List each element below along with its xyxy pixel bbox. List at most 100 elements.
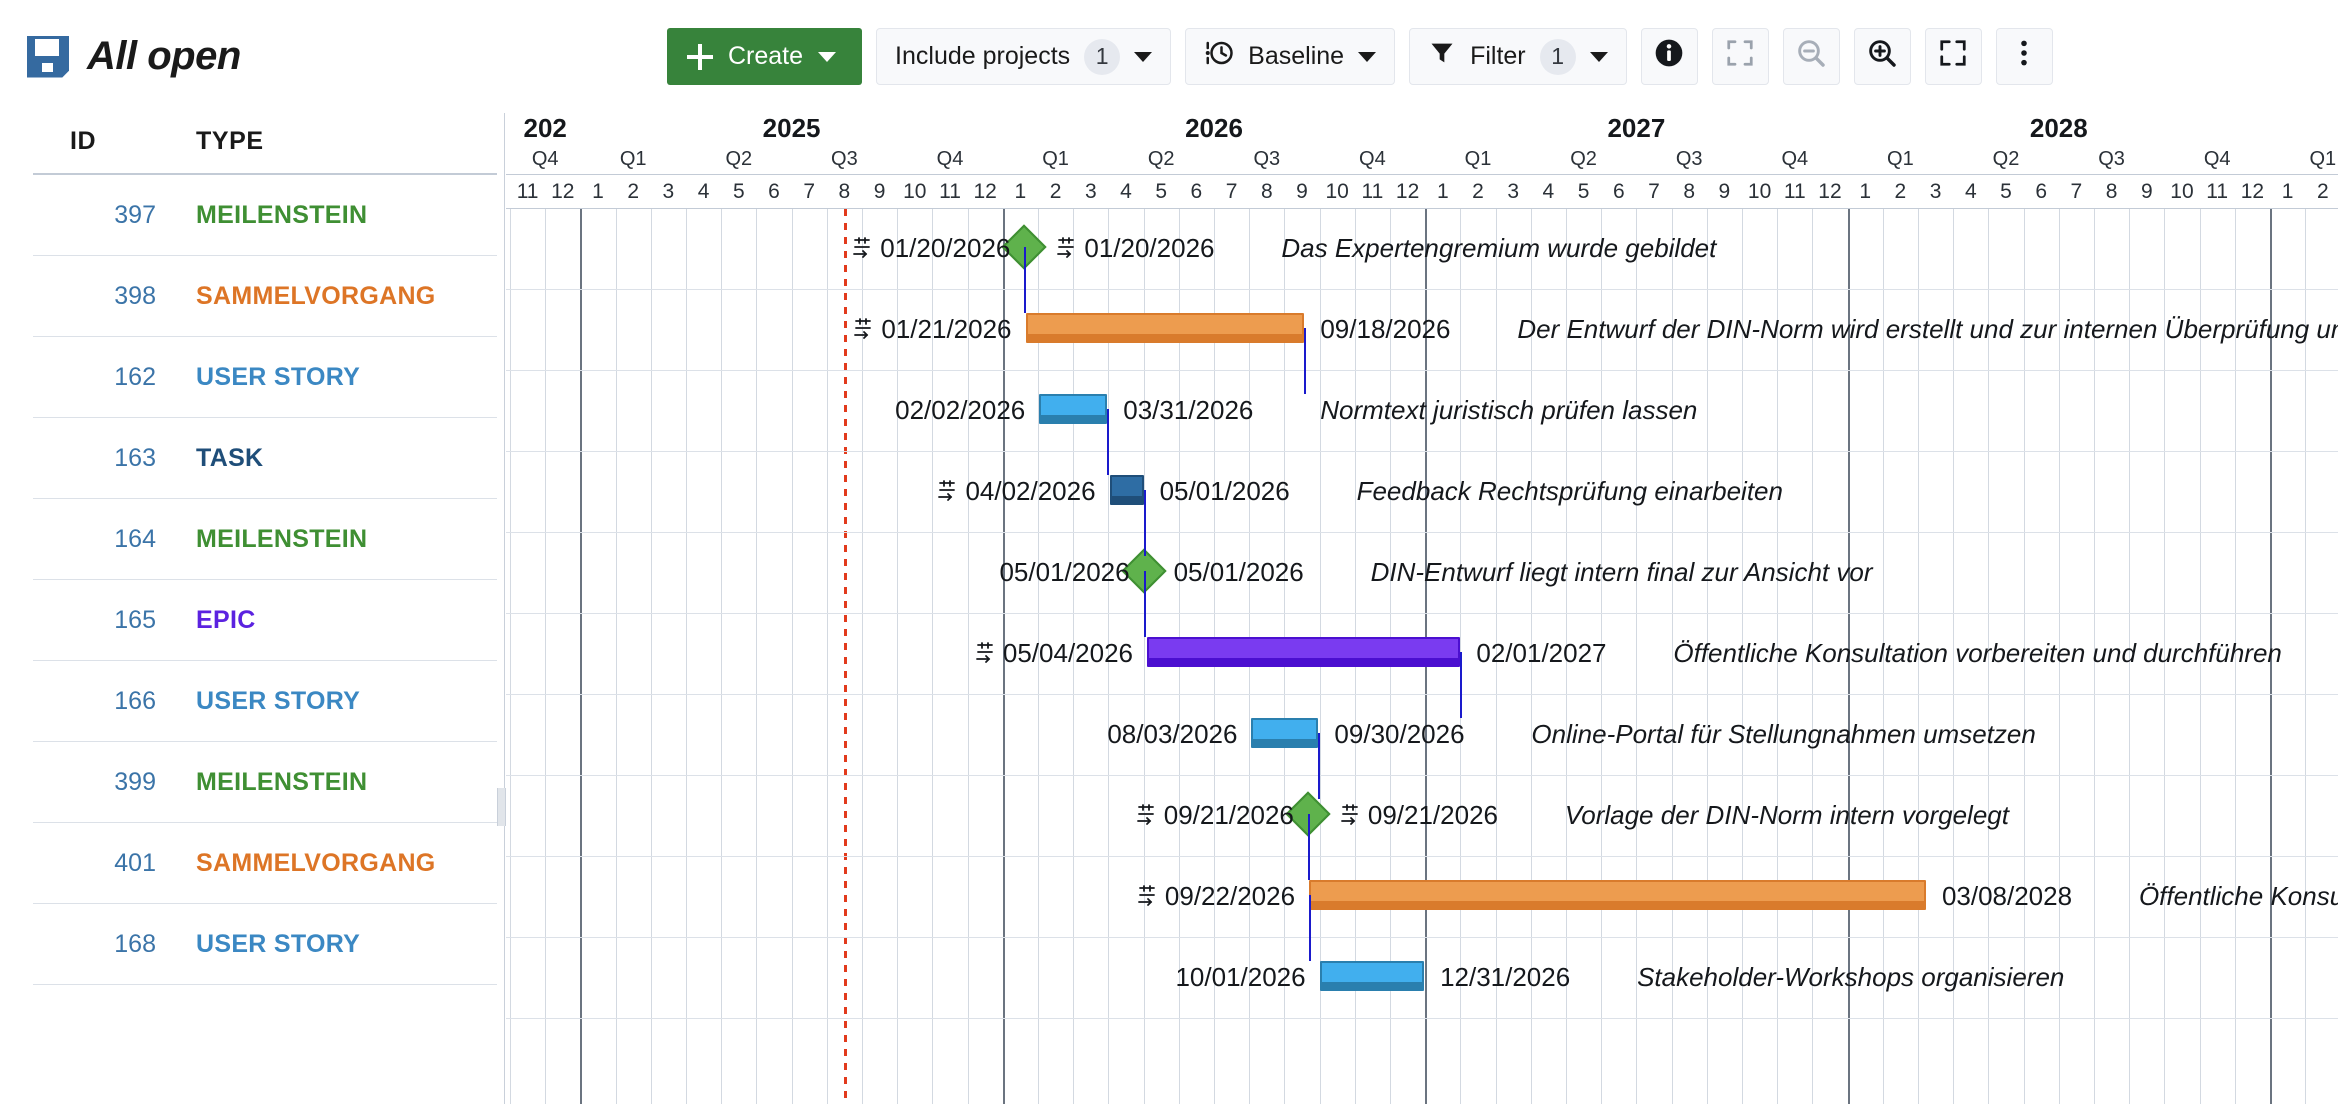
gantt-bar[interactable] [1039, 394, 1108, 424]
table-row[interactable]: 162 USER STORY [33, 337, 497, 418]
gantt-subject-label[interactable]: Öffentliche Konsultation und A [2138, 881, 2338, 911]
work-package-id[interactable]: 166 [114, 687, 156, 715]
work-package-id[interactable]: 401 [114, 849, 156, 877]
scheduled-date-icon [1136, 804, 1154, 825]
gantt-relation-line [1318, 733, 1321, 799]
gantt-subject-label[interactable]: Stakeholder-Workshops organisieren [1637, 962, 2065, 992]
gantt-subject-label[interactable]: DIN-Entwurf liegt intern final zur Ansic… [1370, 557, 1873, 587]
zoom-in-button[interactable] [1853, 28, 1911, 85]
gantt-subject-label[interactable]: Der Entwurf der DIN-Norm wird erstellt u… [1517, 314, 2338, 344]
work-package-id[interactable]: 398 [114, 282, 156, 310]
work-package-type[interactable]: TASK [196, 444, 264, 472]
gantt-bar[interactable] [1251, 718, 1319, 748]
gantt-row[interactable] [506, 290, 2338, 371]
timeline-gridline [1777, 209, 1779, 1104]
table-row[interactable]: 168 USER STORY [33, 904, 497, 985]
work-package-type[interactable]: USER STORY [196, 930, 361, 958]
filter-button[interactable]: Filter 1 [1409, 28, 1627, 85]
timeline-month-label: 10 [1747, 180, 1772, 203]
timeline-month-label: 3 [1929, 180, 1942, 203]
timeline-month-label: 8 [1260, 180, 1273, 203]
work-package-type[interactable]: MEILENSTEIN [196, 201, 368, 229]
toolbar-actions: Create Include projects 1 Baseline [667, 28, 2053, 85]
work-package-id[interactable]: 168 [114, 930, 156, 958]
timeline-quarters-row: Q4Q1Q2Q3Q4Q1Q2Q3Q4Q1Q2Q3Q4Q1Q2Q3Q4Q1Q2Q3… [506, 143, 2338, 175]
timeline-gridline [2023, 209, 2025, 1104]
zoom-out-button[interactable] [1782, 28, 1840, 85]
timeline-gridline [686, 209, 687, 1104]
more-vertical-icon [2011, 38, 2037, 75]
timeline-month-label: 12 [973, 180, 997, 203]
timeline-gridline [580, 209, 583, 1104]
zoom-to-fit-button[interactable] [1711, 28, 1769, 85]
pane-splitter-handle[interactable] [497, 788, 506, 826]
gantt-row[interactable] [506, 452, 2338, 533]
table-row[interactable]: 401 SAMMELVORGANG [33, 823, 497, 904]
work-package-id[interactable]: 163 [114, 444, 156, 472]
timeline-gridline [1073, 209, 1075, 1104]
create-button[interactable]: Create [667, 28, 863, 85]
table-row[interactable]: 163 TASK [33, 418, 497, 499]
column-header-type[interactable]: TYPE [196, 127, 264, 155]
work-package-type[interactable]: SAMMELVORGANG [196, 282, 436, 310]
timeline-gridline [1495, 209, 1497, 1104]
gantt-bar-progress [1027, 334, 1303, 341]
gantt-bar[interactable] [1147, 637, 1461, 667]
work-package-id[interactable]: 162 [114, 363, 156, 391]
work-package-type[interactable]: SAMMELVORGANG [196, 849, 436, 877]
pane-splitter[interactable] [497, 113, 505, 1104]
baseline-button[interactable]: Baseline [1185, 28, 1396, 85]
column-header-id[interactable]: ID [70, 127, 97, 155]
timeline-month-label: 9 [1718, 180, 1731, 203]
timeline-gridline [2234, 209, 2236, 1104]
more-menu-button[interactable] [1995, 28, 2053, 85]
timeline-gridline [2270, 209, 2272, 1104]
gantt-subject-label[interactable]: Feedback Rechtsprüfung einarbeiten [1356, 476, 1783, 506]
table-row[interactable]: 398 SAMMELVORGANG [33, 256, 497, 337]
timeline-month-label: 11 [1783, 180, 1806, 203]
timeline-gridline [1988, 209, 1990, 1104]
gantt-row[interactable] [506, 938, 2338, 1019]
gantt-subject-label[interactable]: Öffentliche Konsultation vorbereiten und… [1673, 638, 2282, 668]
gantt-row[interactable] [506, 776, 2338, 857]
gantt-subject-label[interactable]: Normtext juristisch prüfen lassen [1320, 395, 1698, 425]
gantt-relation-line [1309, 895, 1312, 961]
gantt-row[interactable] [506, 371, 2338, 452]
work-package-id[interactable]: 397 [114, 201, 156, 229]
timeline-gridline [1742, 209, 1743, 1104]
work-package-type[interactable]: USER STORY [196, 363, 361, 391]
gantt-bar[interactable] [1309, 880, 1926, 910]
fullscreen-button[interactable] [1924, 28, 1982, 85]
gantt-row[interactable] [506, 695, 2338, 776]
table-row[interactable]: 164 MEILENSTEIN [33, 499, 497, 580]
timeline-gridline [862, 209, 863, 1104]
work-package-type[interactable]: MEILENSTEIN [196, 768, 368, 796]
table-row[interactable]: 399 MEILENSTEIN [33, 742, 497, 823]
timeline-month-label: 2 [2316, 180, 2329, 203]
work-package-type[interactable]: MEILENSTEIN [196, 525, 368, 553]
gantt-subject-label[interactable]: Vorlage der DIN-Norm intern vorgelegt [1564, 800, 2009, 830]
gantt-bar[interactable] [1025, 313, 1305, 343]
include-projects-button[interactable]: Include projects 1 [876, 28, 1172, 85]
gantt-bar[interactable] [1319, 961, 1425, 991]
table-row[interactable]: 397 MEILENSTEIN [33, 175, 497, 256]
filter-count-badge: 1 [1539, 38, 1576, 75]
table-row[interactable]: 166 USER STORY [33, 661, 497, 742]
work-package-id[interactable]: 164 [114, 525, 156, 553]
timeline-month-label: 5 [1155, 180, 1168, 203]
timeline-month-label: 5 [2000, 180, 2012, 203]
work-package-type[interactable]: EPIC [196, 606, 256, 634]
include-projects-count-badge: 1 [1084, 38, 1121, 75]
info-button[interactable] [1640, 28, 1698, 85]
gantt-row[interactable] [506, 857, 2338, 938]
gantt-subject-label[interactable]: Online-Portal für Stellungnahmen umsetze… [1531, 719, 2036, 749]
work-package-id[interactable]: 165 [114, 606, 156, 634]
gantt-bar[interactable] [1109, 475, 1144, 505]
work-package-type[interactable]: USER STORY [196, 687, 361, 715]
gantt-row[interactable] [506, 614, 2338, 695]
gantt-row[interactable] [506, 209, 2338, 290]
gantt-subject-label[interactable]: Das Expertengremium wurde gebildet [1281, 233, 1717, 263]
work-package-id[interactable]: 399 [114, 768, 156, 796]
gantt-row[interactable] [506, 533, 2338, 614]
table-row[interactable]: 165 EPIC [33, 580, 497, 661]
